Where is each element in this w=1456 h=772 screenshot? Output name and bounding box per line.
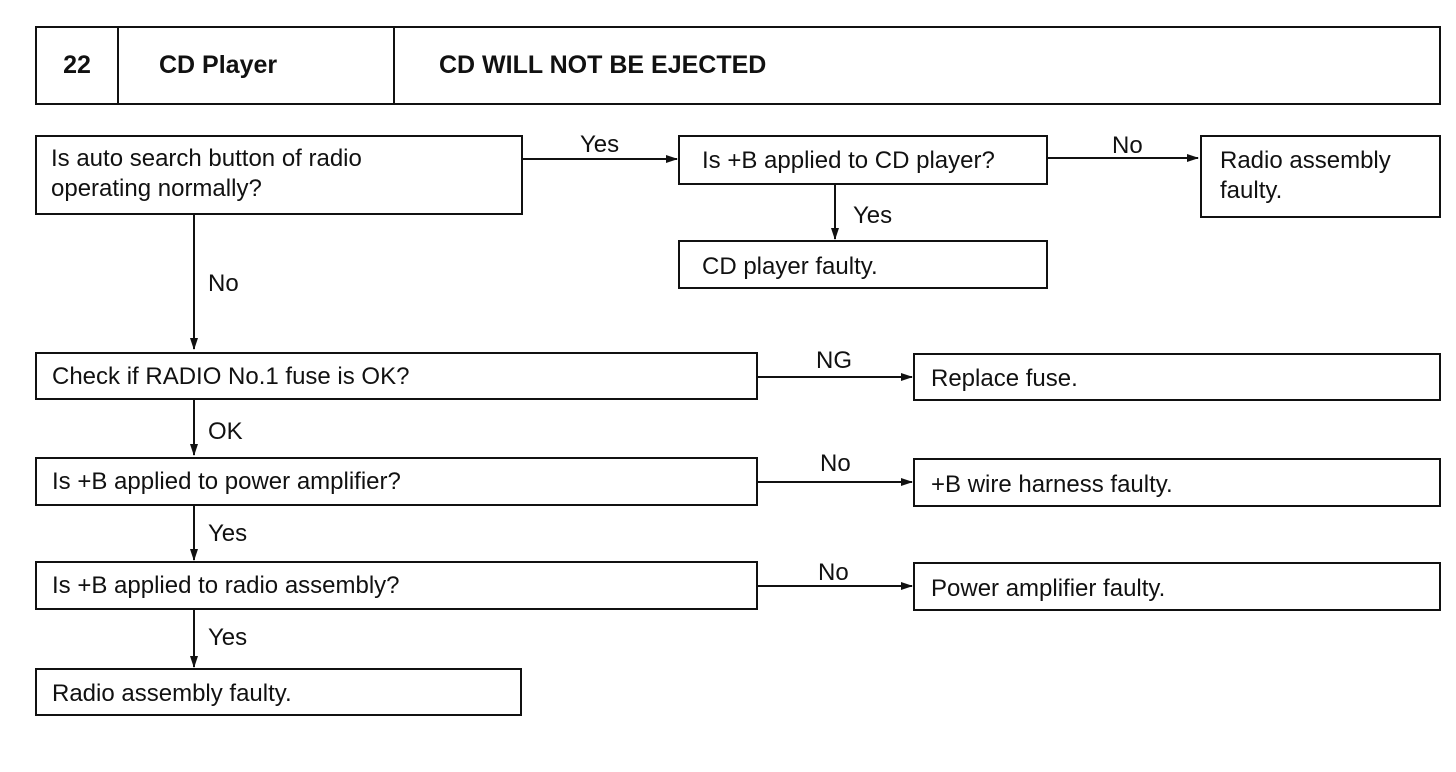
header-category: CD Player: [159, 51, 278, 79]
result-radio-faulty-bottom: Radio assembly faulty.: [35, 668, 522, 716]
result-wire-harness-text: +B wire harness faulty.: [931, 471, 1173, 498]
question-b-radio-text: Is +B applied to radio assembly?: [52, 572, 400, 599]
result-power-amp-faulty: Power amplifier faulty.: [913, 562, 1441, 611]
question-fuse: Check if RADIO No.1 fuse is OK?: [35, 352, 758, 400]
result-radio-faulty-top: Radio assembly faulty.: [1200, 135, 1441, 218]
result-replace-fuse: Replace fuse.: [913, 353, 1441, 401]
header-number: 22: [63, 51, 91, 79]
label-yes-radio-faulty: Yes: [208, 624, 248, 651]
header-bar: 22 CD Player CD WILL NOT BE EJECTED: [35, 26, 1441, 105]
result-replace-fuse-text: Replace fuse.: [931, 365, 1078, 392]
question-b-cd-player-text: Is +B applied to CD player?: [702, 147, 995, 174]
result-radio-faulty-top-text: Radio assembly faulty.: [1220, 147, 1391, 204]
label-no-amp: No: [818, 559, 849, 586]
label-yes-radio-check: Yes: [208, 520, 248, 547]
label-ng-replace: NG: [816, 347, 852, 374]
label-ok-next: OK: [208, 418, 243, 445]
label-yes-cd-faulty: Yes: [853, 202, 893, 229]
label-no-fuse: No: [208, 270, 239, 297]
label-no-wire: No: [820, 450, 851, 477]
question-auto-search-text: Is auto search button of radio operating…: [51, 145, 362, 202]
header-category-cell: CD Player: [119, 28, 395, 103]
header-title: CD WILL NOT BE EJECTED: [439, 51, 767, 79]
result-power-amp-faulty-text: Power amplifier faulty.: [931, 575, 1166, 602]
result-cd-player-faulty-text: CD player faulty.: [702, 253, 878, 280]
result-wire-harness: +B wire harness faulty.: [913, 458, 1441, 507]
question-fuse-text: Check if RADIO No.1 fuse is OK?: [52, 363, 410, 390]
result-cd-player-faulty: CD player faulty.: [678, 240, 1048, 289]
question-b-power-amp-text: Is +B applied to power amplifier?: [52, 468, 401, 495]
result-radio-faulty-bottom-text: Radio assembly faulty.: [52, 680, 292, 707]
question-b-power-amp: Is +B applied to power amplifier?: [35, 457, 758, 506]
question-auto-search: Is auto search button of radio operating…: [35, 135, 523, 215]
label-yes-cd-check: Yes: [580, 131, 620, 158]
label-no-radio-faulty: No: [1112, 132, 1143, 159]
question-b-cd-player: Is +B applied to CD player?: [678, 135, 1048, 185]
header-number-cell: 22: [37, 28, 119, 103]
question-b-radio: Is +B applied to radio assembly?: [35, 561, 758, 610]
header-title-cell: CD WILL NOT BE EJECTED: [395, 28, 1439, 103]
